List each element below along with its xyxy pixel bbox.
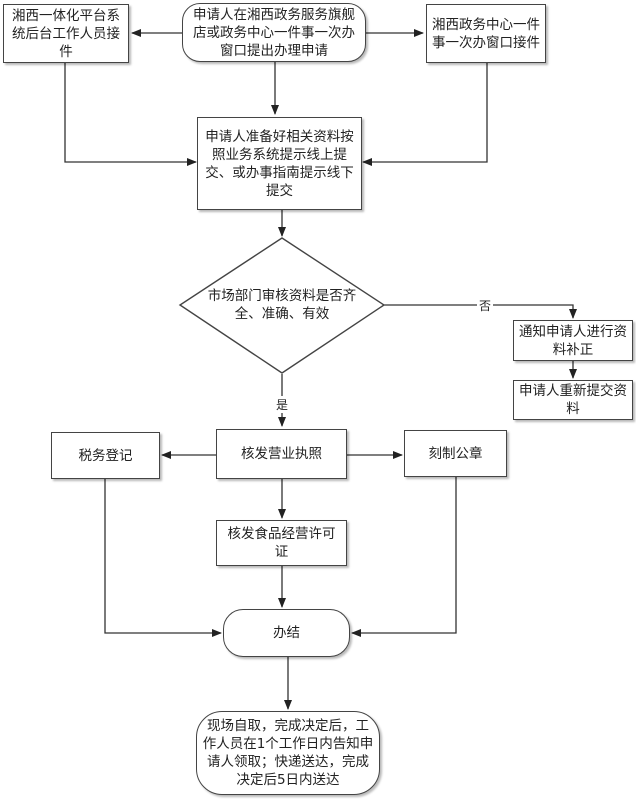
license-node: 核发营业执照 bbox=[216, 429, 347, 479]
edge-label-no: 否 bbox=[477, 297, 494, 314]
edge-seal-done bbox=[351, 477, 457, 637]
center-intake-node: 湘西政务中心一件事一次办窗口接件 bbox=[426, 4, 546, 63]
prepare-text: 申请人准备好相关资料按照业务系统提示线上提交、或办事指南提示线下提交 bbox=[205, 128, 354, 199]
start-node: 申请人在湘西政务服务旗舰店或政务中心一件事一次办窗口提出办理申请 bbox=[182, 3, 366, 62]
food-license-text: 核发食品经营许可证 bbox=[227, 526, 336, 560]
notify-node: 通知申请人进行资料补正 bbox=[513, 320, 633, 361]
platform-intake-text: 湘西一体化平台系统后台工作人员接件 bbox=[12, 7, 120, 60]
resubmit-node: 申请人重新提交资料 bbox=[513, 380, 633, 420]
platform-intake-node: 湘西一体化平台系统后台工作人员接件 bbox=[3, 4, 129, 63]
pickup-node: 现场自取，完成决定后，工作人员在1个工作日内告知申请人领取；快递送达，完成决定后… bbox=[196, 711, 380, 795]
edge-center-prepare bbox=[362, 62, 488, 166]
edge-platform-prepare bbox=[64, 62, 197, 166]
food-license-node: 核发食品经营许可证 bbox=[216, 520, 347, 566]
edge-tax-done bbox=[104, 479, 222, 637]
seal-node: 刻制公章 bbox=[404, 430, 507, 477]
done-node: 办结 bbox=[223, 609, 350, 657]
review-decision-text: 市场部门审核资料是否齐全、准确、有效 bbox=[207, 288, 357, 322]
notify-text: 通知申请人进行资料补正 bbox=[519, 323, 627, 358]
resubmit-text: 申请人重新提交资料 bbox=[519, 383, 627, 417]
review-decision-diamond bbox=[178, 237, 386, 374]
seal-text: 刻制公章 bbox=[428, 445, 483, 462]
license-text: 核发营业执照 bbox=[241, 446, 322, 462]
edge-review-notify bbox=[384, 304, 577, 319]
center-intake-text: 湘西政务中心一件事一次办窗口接件 bbox=[432, 16, 540, 51]
prepare-node: 申请人准备好相关资料按照业务系统提示线上提交、或办事指南提示线下提交 bbox=[197, 117, 362, 210]
tax-text: 税务登记 bbox=[78, 447, 133, 464]
tax-node: 税务登记 bbox=[51, 432, 160, 479]
pickup-text: 现场自取，完成决定后，工作人员在1个工作日内告知申请人领取；快递送达，完成决定后… bbox=[202, 718, 374, 788]
done-text: 办结 bbox=[273, 625, 300, 641]
edge-label-yes: 是 bbox=[274, 396, 291, 413]
start-text: 申请人在湘西政务服务旗舰店或政务中心一件事一次办窗口提出办理申请 bbox=[193, 6, 355, 59]
